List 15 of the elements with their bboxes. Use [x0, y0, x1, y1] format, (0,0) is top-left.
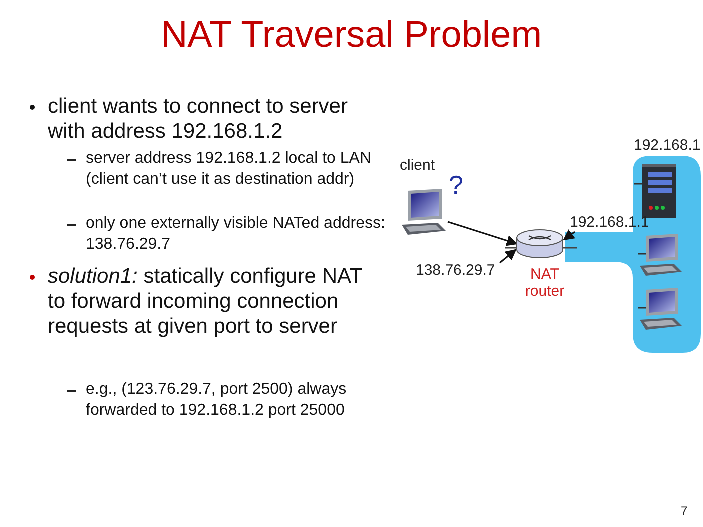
question-mark: ? — [449, 170, 464, 201]
bullet-text: server address 192.168.1.2 local to LAN (client can’t use it as destination addr) — [86, 149, 372, 190]
arrow — [448, 221, 518, 246]
bullet-text: e.g., (123.76.29.7, port 2500) always forwarded to 192.168.1.2 port 25000 — [86, 380, 348, 421]
bullet-text: solution1: statically configure NAT to forward incoming connection requests at given port to server — [48, 264, 364, 339]
slide-title: NAT Traversal Problem — [160, 14, 544, 56]
node-label: client — [400, 157, 436, 174]
arrow — [563, 230, 576, 241]
bullet-text: client wants to connect to server with address 192.168.1.2 — [48, 94, 349, 144]
page-number: 7 — [681, 504, 688, 518]
arrow — [500, 249, 517, 264]
bullet-text: only one externally visible NATed address: 138.76.29.7 — [86, 214, 386, 255]
address-label: 192.168.1 — [634, 137, 701, 154]
node-label: NAT router — [524, 266, 566, 300]
address-label: 138.76.29.7 — [416, 262, 496, 279]
